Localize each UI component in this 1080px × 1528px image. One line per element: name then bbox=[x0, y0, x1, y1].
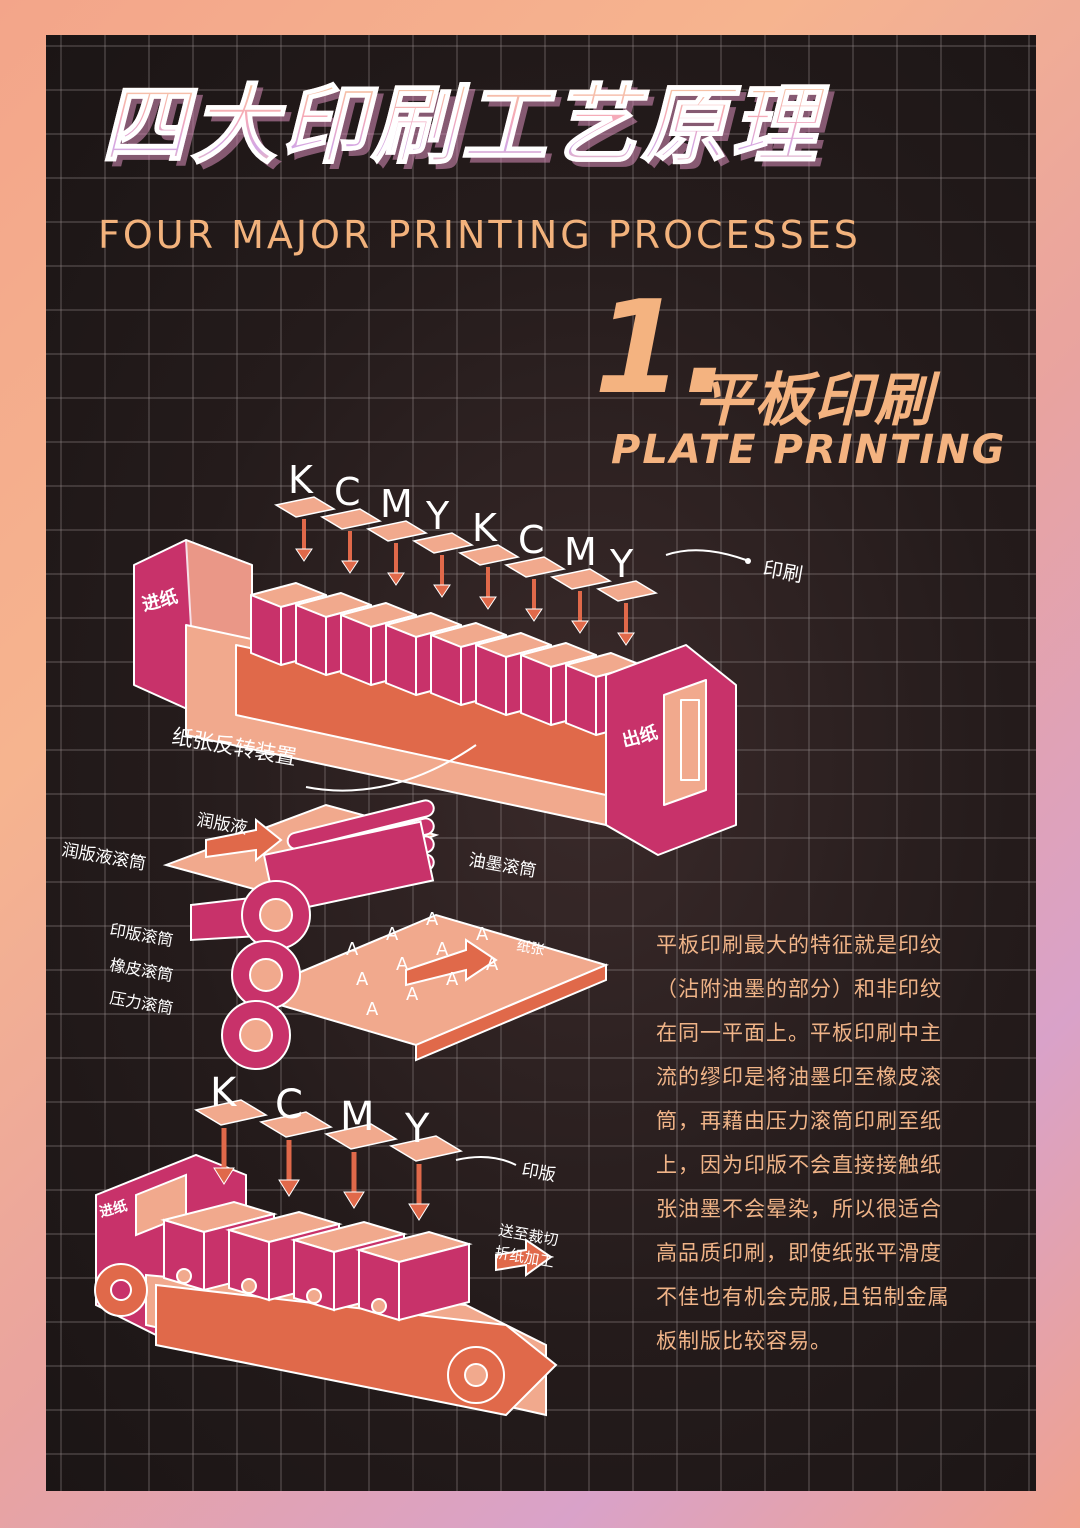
ink-roller-label: 油墨滚筒 bbox=[467, 850, 537, 882]
description-line: 平板印刷最大的特征就是印纹 bbox=[656, 933, 942, 957]
plate bbox=[503, 556, 567, 578]
blanket-roller-label: 橡皮滚筒 bbox=[108, 955, 174, 985]
plate bbox=[411, 532, 475, 554]
description-line: 张油墨不会晕染，所以很适合 bbox=[656, 1197, 942, 1221]
paper-mark: A bbox=[366, 999, 379, 1020]
plate bbox=[595, 580, 659, 602]
description-line: 不佳也有机会克服,且铝制金属 bbox=[656, 1285, 950, 1309]
color-letter: M bbox=[380, 482, 413, 526]
paper-label: 纸张 bbox=[515, 938, 545, 959]
description: 平板印刷最大的特征就是印纹 （沾附油墨的部分）和非印纹 在同一平面上。平板印刷中… bbox=[656, 923, 986, 1363]
description-line: （沾附油墨的部分）和非印纹 bbox=[656, 977, 942, 1001]
paper-mark: A bbox=[386, 924, 399, 945]
main-subtitle: FOUR MAJOR PRINTING PROCESSES bbox=[98, 213, 861, 257]
plate bbox=[273, 496, 337, 518]
paper-mark: A bbox=[406, 984, 419, 1005]
web-ink-unit bbox=[355, 1230, 473, 1322]
plate bbox=[365, 520, 429, 542]
description-line: 流的缪印是将油墨印至橡皮滚 bbox=[656, 1065, 942, 1089]
color-letter: C bbox=[518, 518, 545, 562]
plate bbox=[549, 568, 613, 590]
description-line: 上，因为印版不会直接接触纸 bbox=[656, 1153, 942, 1177]
paper-mark: A bbox=[436, 939, 449, 960]
paper-mark: A bbox=[486, 954, 499, 975]
plate-roller-label: 印版滚筒 bbox=[108, 920, 174, 950]
web-plate bbox=[389, 1135, 463, 1162]
paper-mark: A bbox=[346, 939, 359, 960]
main-title: 四大印刷工艺原理 bbox=[100, 82, 1001, 170]
paper-mark: A bbox=[476, 924, 489, 945]
plate bbox=[319, 508, 383, 530]
web-plate bbox=[194, 1099, 268, 1126]
color-letter: Y bbox=[609, 542, 634, 586]
main-title-shadow: 四大印刷工艺原理 bbox=[107, 89, 1007, 175]
paper-mark: A bbox=[426, 909, 439, 930]
description-line: 筒，再藉由压力滚筒印刷至纸 bbox=[656, 1109, 942, 1133]
color-letter: Y bbox=[425, 494, 450, 538]
web-feed-label: 进纸 bbox=[98, 1197, 129, 1221]
description-line: 高品质印刷，即使纸张平滑度 bbox=[656, 1241, 942, 1265]
pressure-roller-label: 压力滚筒 bbox=[108, 988, 174, 1018]
plate bbox=[457, 544, 521, 566]
paper-mark: A bbox=[356, 969, 369, 990]
dampening-label: 润版液 bbox=[195, 810, 249, 839]
dampening-roller-label: 润版液滚筒 bbox=[60, 840, 147, 874]
description-line: 在同一平面上。平板印刷中主 bbox=[656, 1021, 942, 1045]
paper-mark: A bbox=[446, 969, 459, 990]
poster-panel: 四大印刷工艺原理 四大印刷工艺原理 FOUR MAJOR PRINTING PR… bbox=[46, 35, 1036, 1491]
paper-mark: A bbox=[396, 954, 409, 975]
web-plate bbox=[259, 1111, 333, 1138]
section-number: 1. bbox=[594, 274, 732, 423]
color-letter: K bbox=[288, 458, 314, 502]
web-color-letter: Y bbox=[404, 1106, 430, 1152]
dampening-arrow bbox=[205, 817, 283, 863]
plate-label: 印版 bbox=[520, 1160, 557, 1186]
web-color-letter: M bbox=[340, 1094, 375, 1140]
section-subtitle: PLATE PRINTING bbox=[611, 427, 1007, 473]
web-color-letter: K bbox=[210, 1070, 238, 1116]
print-label: 印刷 bbox=[761, 556, 805, 587]
web-plate bbox=[324, 1123, 398, 1150]
color-letter: K bbox=[472, 506, 498, 550]
description-line: 板制版比较容易。 bbox=[656, 1329, 832, 1353]
web-color-letter: C bbox=[275, 1082, 303, 1128]
section-title: 平板印刷 bbox=[694, 366, 935, 434]
color-letter: C bbox=[334, 470, 361, 514]
ink-roller bbox=[286, 799, 435, 850]
color-letter: M bbox=[564, 530, 597, 574]
